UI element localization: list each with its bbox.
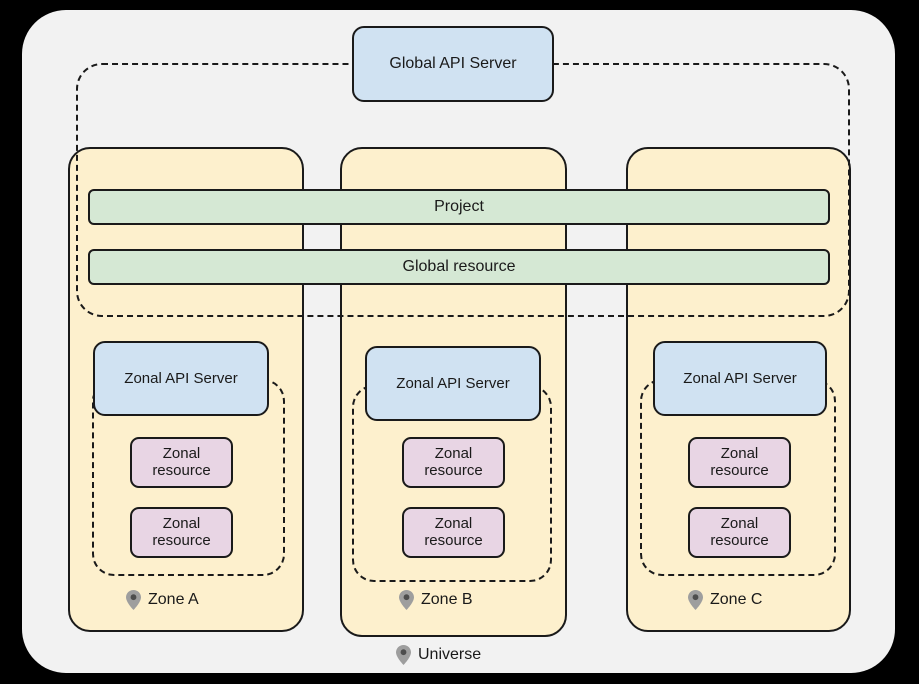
map-pin-icon bbox=[399, 590, 414, 610]
zone-c-resource-2-line1: Zonal bbox=[720, 514, 759, 532]
map-pin-icon bbox=[396, 645, 411, 665]
zone-c-resource-1-line1: Zonal bbox=[720, 444, 759, 462]
zone-c-label: Zone C bbox=[710, 591, 763, 608]
zone-a-resource-1-line2: resource bbox=[152, 461, 211, 479]
global-bar-global-resource: Global resource bbox=[88, 249, 830, 285]
zone-b-resource-1: Zonal resource bbox=[402, 437, 505, 488]
zone-b-api-server-node: Zonal API Server bbox=[365, 346, 541, 421]
global-api-server-label: Global API Server bbox=[389, 55, 517, 72]
global-bar-project: Project bbox=[88, 189, 830, 225]
zone-c-resource-1-line2: resource bbox=[710, 461, 769, 479]
zone-b-resource-2: Zonal resource bbox=[402, 507, 505, 558]
zone-a-resource-2: Zonal resource bbox=[130, 507, 233, 558]
zone-b-resource-1-line1: Zonal bbox=[434, 444, 473, 462]
zone-a-resource-1-line1: Zonal bbox=[162, 444, 201, 462]
universe-label: Universe bbox=[418, 646, 482, 663]
zone-b-api-server-label: Zonal API Server bbox=[396, 375, 510, 392]
zone-a-api-server-label: Zonal API Server bbox=[124, 370, 238, 387]
zone-a-resource-1: Zonal resource bbox=[130, 437, 233, 488]
zone-c-resource-2: Zonal resource bbox=[688, 507, 791, 558]
zone-a-label: Zone A bbox=[148, 591, 199, 608]
zone-c-resource-1: Zonal resource bbox=[688, 437, 791, 488]
global-bar-project-label: Project bbox=[434, 198, 484, 215]
zone-b-resource-2-line2: resource bbox=[424, 531, 483, 549]
zone-b-label: Zone B bbox=[421, 591, 473, 608]
zone-a-api-server-node: Zonal API Server bbox=[93, 341, 269, 416]
zone-b-resource-2-line1: Zonal bbox=[434, 514, 473, 532]
global-bar-global-resource-label: Global resource bbox=[402, 258, 516, 275]
zone-c-resource-2-line2: resource bbox=[710, 531, 769, 549]
map-pin-icon bbox=[688, 590, 703, 610]
zone-c-api-server-label: Zonal API Server bbox=[683, 370, 797, 387]
universe-label-group: Universe bbox=[396, 645, 481, 665]
zone-c-label-group: Zone C bbox=[688, 590, 762, 610]
zone-a-resource-2-line2: resource bbox=[152, 531, 211, 549]
zone-b-label-group: Zone B bbox=[399, 590, 473, 610]
zone-a-resource-2-line1: Zonal bbox=[162, 514, 201, 532]
global-api-server-node: Global API Server bbox=[352, 26, 554, 102]
zone-a-label-group: Zone A bbox=[126, 590, 199, 610]
zone-c-api-server-node: Zonal API Server bbox=[653, 341, 827, 416]
zone-b-resource-1-line2: resource bbox=[424, 461, 483, 479]
map-pin-icon bbox=[126, 590, 141, 610]
